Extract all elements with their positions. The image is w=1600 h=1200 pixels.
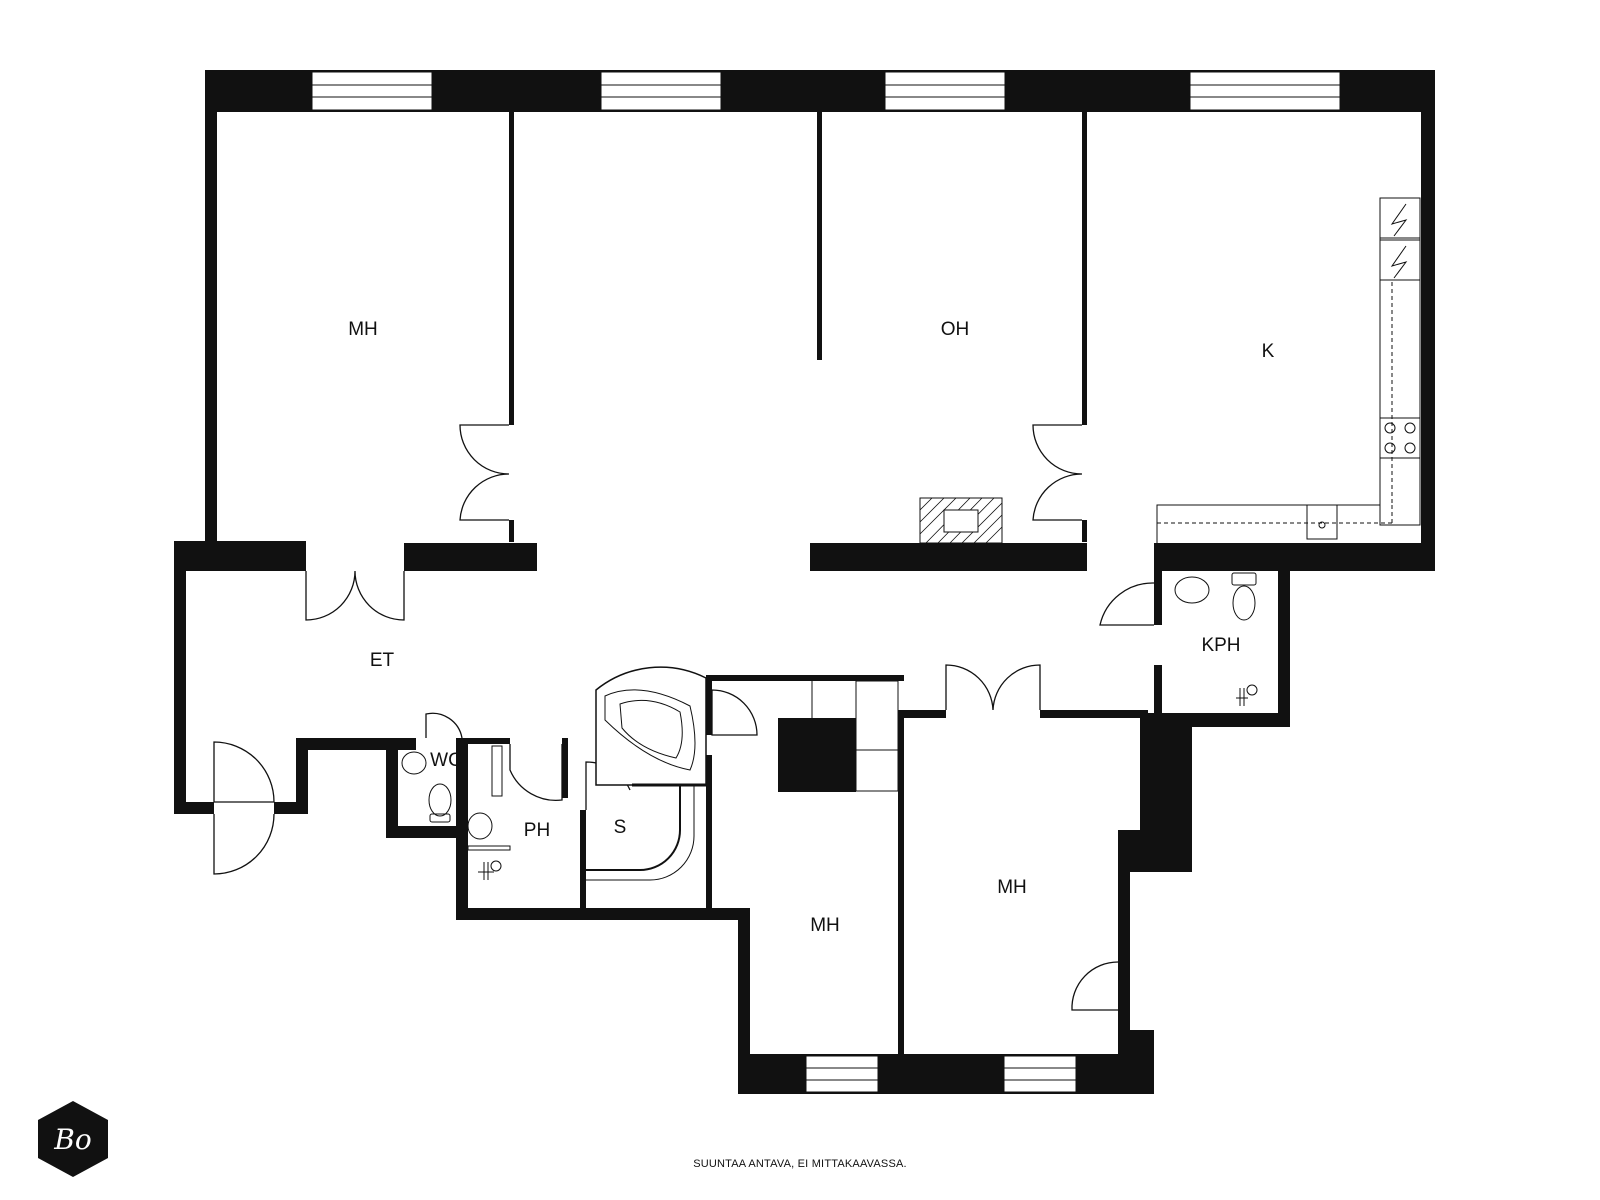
wall-bath-right [706, 675, 712, 735]
wall-right-lower-1 [1140, 713, 1192, 833]
door-bath-right [711, 689, 758, 736]
wall-right-kitchen [1421, 70, 1435, 571]
window-3 [884, 71, 1006, 111]
wall-ph-s [562, 738, 568, 798]
wall-bm-mid [898, 710, 904, 1060]
door-ph [509, 744, 563, 802]
wall-hall-c [1140, 710, 1148, 720]
shower-enclosure [586, 785, 681, 871]
wall-hall-a [898, 710, 946, 718]
door-et-double [305, 570, 405, 621]
wall-bm-left [738, 910, 750, 1094]
partition-1b [509, 520, 514, 542]
room-label-ph: PH [524, 820, 550, 841]
wall-entry-top-left [174, 541, 306, 571]
kitchen-counter-bottom [1156, 504, 1380, 543]
window-4 [1189, 71, 1341, 111]
window-2 [600, 71, 722, 111]
corner-bath [595, 666, 707, 786]
kph-toilet [1232, 585, 1256, 621]
partition-1 [509, 110, 514, 425]
wall-corridor-top2 [462, 738, 510, 744]
wall-storage-top2 [712, 675, 772, 681]
wall-wc-left [386, 738, 398, 838]
door-wc [425, 712, 463, 739]
window-1 [311, 71, 433, 111]
wall-ph-s2 [580, 810, 586, 910]
door-mh-right [1071, 961, 1119, 1011]
room-labels: MH OH K ET KPH WC PH S MH MH [348, 319, 1274, 936]
room-label-k: K [1262, 341, 1275, 362]
partition-2 [817, 110, 822, 360]
door-oh [1032, 424, 1083, 521]
door-mh-top [459, 424, 510, 521]
wall-hall-b [1040, 710, 1140, 718]
room-label-mh-top-left: MH [348, 319, 378, 340]
wall-entry-bump [296, 738, 308, 814]
wall-left-entry [174, 541, 186, 814]
wall-right-lower-3 [1118, 870, 1130, 1030]
brand-logo: Bo [38, 1101, 108, 1177]
window-5 [805, 1055, 879, 1093]
appliance-1 [1379, 197, 1421, 239]
wall-entry-bottom [174, 802, 214, 814]
wall-bath-bottom [456, 908, 750, 920]
cabinet [855, 680, 899, 792]
logo-mark: Bo [53, 1123, 91, 1156]
room-label-mh-bottom-right: MH [997, 877, 1027, 898]
ph-sink [467, 812, 493, 840]
wall-mid-kitchen [1154, 543, 1435, 571]
wall-wc-bottom [386, 826, 466, 838]
storage-block [778, 718, 856, 792]
kph-sink [1174, 576, 1210, 604]
stove [1379, 417, 1421, 459]
wall-left-upper [205, 70, 217, 555]
wall-mid-1 [404, 543, 537, 571]
appliance-2 [1379, 239, 1421, 281]
wall-kph-right [1278, 571, 1290, 727]
door-entry [213, 741, 275, 875]
room-label-oh: OH [941, 319, 970, 340]
wall-kph-left [1154, 543, 1162, 625]
wall-mid-2 [810, 543, 1087, 571]
windows [311, 71, 1341, 1093]
walls [174, 70, 1435, 1094]
room-label-mh-bottom-middle: MH [810, 915, 840, 936]
wc-sink [401, 751, 427, 775]
wall-corridor-top [296, 738, 416, 750]
wall-storage-top [770, 675, 904, 681]
wall-right-lower-2 [1118, 830, 1192, 872]
wall-kph-left2 [1154, 665, 1162, 717]
room-label-kph: KPH [1201, 635, 1240, 656]
disclaimer-note: SUUNTAA ANTAVA, EI MITTAKAAVASSA. [693, 1158, 907, 1170]
kitchen-counter-right [1379, 197, 1421, 526]
room-label-et: ET [370, 650, 395, 671]
room-label-s: S [614, 817, 627, 838]
fixtures [401, 197, 1421, 881]
wall-bath-right2 [706, 755, 712, 913]
window-6 [1003, 1055, 1077, 1093]
kitchen-sink [1306, 504, 1338, 540]
door-kph [1099, 582, 1155, 626]
partition-3b [1082, 520, 1087, 542]
wall-bottom [738, 1054, 1154, 1094]
wc-toilet [428, 783, 452, 817]
room-label-wc: WC [430, 750, 462, 771]
door-hall-double [945, 664, 1041, 711]
partition-3 [1082, 110, 1087, 425]
